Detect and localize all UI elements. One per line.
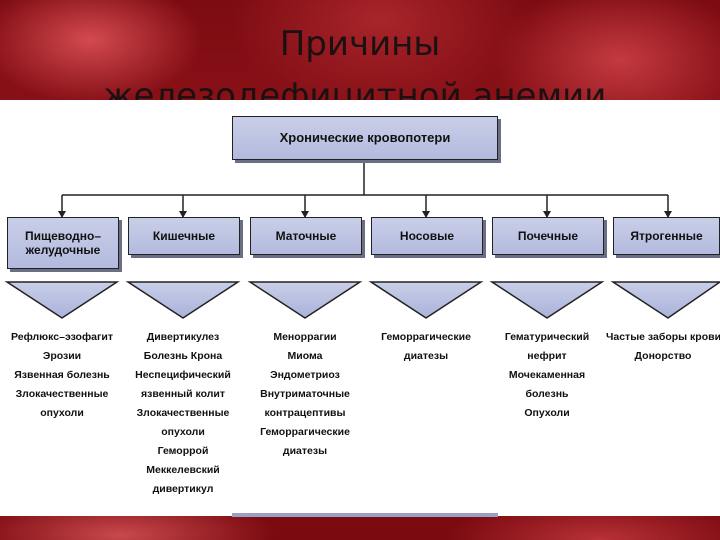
cause-item: Дивертикулез [146,331,220,343]
category-label: Кишечные [152,229,216,243]
category-iatrogenic: Ятрогенные [613,217,720,255]
cause-item: контрацептивы [264,407,346,419]
category-intestinal: Кишечные [128,217,240,255]
cause-item: язвенный колит [140,388,226,400]
cause-item: Мочекаменная [508,369,586,381]
cause-item: Частые заборы крови [606,331,720,343]
cause-item: Геморрой [157,445,209,457]
cause-item: Геморрагические [260,426,350,438]
root-node-label: Хронические кровопотери [279,130,451,145]
cause-item: Меноррагии [273,331,337,343]
category-esophagogastric: Пищеводно–желудочные [7,217,119,269]
funnel-6 [610,281,720,319]
cause-item: Донорство [634,350,692,362]
cause-item: Гематурический [504,331,590,343]
panel-bottom-edge [232,513,498,517]
category-label: Носовые [399,229,455,243]
arrowhead-1 [58,211,66,218]
slide-title-line-1: Причины [279,24,441,64]
category-label: Ятрогенные [630,229,703,243]
arrowhead-5 [543,211,551,218]
cause-item: опухоли [40,407,84,419]
cause-item: Злокачественные [15,388,109,400]
arrowhead-6 [664,211,672,218]
cause-item: дивертикул [152,483,214,495]
cause-item: нефрит [527,350,567,362]
cause-item: Болезнь Крона [143,350,223,362]
funnel-5 [489,281,605,319]
cause-item: Миома [287,350,323,362]
cause-item: опухоли [161,426,205,438]
arrowhead-3 [301,211,309,218]
causes-list-intestinal: Дивертикулез Болезнь Крона Неспецифическ… [121,328,245,499]
category-renal: Почечные [492,217,604,255]
causes-list-esophagogastric: Рефлюкс–эзофагит Эрозии Язвенная болезнь… [0,328,124,423]
cause-item: Эндометриоз [270,369,340,381]
cause-item: Внутриматочные [260,388,350,400]
cause-item: диатезы [403,350,449,362]
cause-item: диатезы [282,445,328,457]
arrowhead-2 [179,211,187,218]
category-label: Пищеводно–желудочные [24,229,102,257]
funnel-1 [4,281,120,319]
cause-item: Язвенная болезнь [14,369,110,381]
causes-list-uterine: Меноррагии Миома Эндометриоз Внутриматоч… [243,328,367,461]
funnel-2 [125,281,241,319]
causes-list-iatrogenic: Частые заборы крови Донорство [606,328,720,366]
causes-list-renal: Гематурический нефрит Мочекаменная болез… [485,328,609,423]
root-node: Хронические кровопотери [232,116,498,160]
cause-item: Геморрагические [381,331,471,343]
arrowhead-4 [422,211,430,218]
cause-item: болезнь [525,388,569,400]
diagram-panel [0,100,720,516]
cause-item: Неспецифический [135,369,231,381]
cause-item: Эрозии [42,350,82,362]
category-uterine: Маточные [250,217,362,255]
cause-item: Злокачественные [136,407,230,419]
funnel-4 [368,281,484,319]
cause-item: Опухоли [524,407,570,419]
funnel-3 [247,281,363,319]
category-label: Маточные [275,229,337,243]
cause-item: Меккелевский [146,464,220,476]
category-label: Почечные [517,229,579,243]
cause-item: Рефлюкс–эзофагит [11,331,113,343]
category-nasal: Носовые [371,217,483,255]
causes-list-nasal: Геморрагические диатезы [364,328,488,366]
